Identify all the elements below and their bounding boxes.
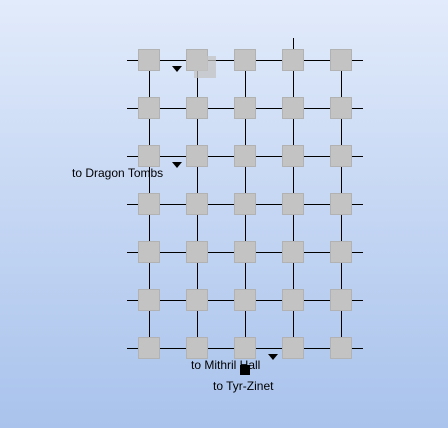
room-r4-c2[interactable] bbox=[186, 193, 208, 215]
room-r7-c2[interactable] bbox=[186, 337, 208, 359]
room-r6-c3[interactable] bbox=[234, 289, 256, 311]
exit-label-dragon-tombs[interactable]: to Dragon Tombs bbox=[72, 166, 164, 180]
exit-label-tyr-zinet[interactable]: to Tyr-Zinet bbox=[213, 379, 274, 393]
exit-label-mithril-hall[interactable]: to Mithril Hall bbox=[191, 358, 261, 372]
room-r6-c5[interactable] bbox=[330, 289, 352, 311]
room-r5-c4[interactable] bbox=[282, 241, 304, 263]
room-r5-c3[interactable] bbox=[234, 241, 256, 263]
room-r2-c1[interactable] bbox=[138, 97, 160, 119]
room-r3-c4[interactable] bbox=[282, 145, 304, 167]
room-r5-c1[interactable] bbox=[138, 241, 160, 263]
room-r5-c5[interactable] bbox=[330, 241, 352, 263]
room-r5-c2[interactable] bbox=[186, 241, 208, 263]
room-r7-c4[interactable] bbox=[282, 337, 304, 359]
room-r1-c4[interactable] bbox=[282, 49, 304, 71]
room-r2-c4[interactable] bbox=[282, 97, 304, 119]
room-r3-c1[interactable] bbox=[138, 145, 160, 167]
room-r3-c2[interactable] bbox=[186, 145, 208, 167]
room-r1-c5[interactable] bbox=[330, 49, 352, 71]
room-r4-c1[interactable] bbox=[138, 193, 160, 215]
exit-arrow-icon bbox=[172, 162, 182, 168]
room-r4-c5[interactable] bbox=[330, 193, 352, 215]
room-r2-c3[interactable] bbox=[234, 97, 256, 119]
room-r7-c1[interactable] bbox=[138, 337, 160, 359]
room-r7-c3[interactable] bbox=[234, 337, 256, 359]
room-r4-c3[interactable] bbox=[234, 193, 256, 215]
room-r4-c4[interactable] bbox=[282, 193, 304, 215]
room-r2-c5[interactable] bbox=[330, 97, 352, 119]
room-r1-c1[interactable] bbox=[138, 49, 160, 71]
room-r6-c4[interactable] bbox=[282, 289, 304, 311]
room-r2-c2[interactable] bbox=[186, 97, 208, 119]
room-r3-c3[interactable] bbox=[234, 145, 256, 167]
room-r1-c3[interactable] bbox=[234, 49, 256, 71]
selected-room-shadow bbox=[194, 56, 216, 78]
room-r3-c5[interactable] bbox=[330, 145, 352, 167]
exit-arrow-icon bbox=[268, 354, 278, 360]
exit-arrow-icon bbox=[172, 66, 182, 72]
room-r7-c5[interactable] bbox=[330, 337, 352, 359]
room-r6-c2[interactable] bbox=[186, 289, 208, 311]
room-r6-c1[interactable] bbox=[138, 289, 160, 311]
player-position-marker bbox=[240, 365, 250, 375]
